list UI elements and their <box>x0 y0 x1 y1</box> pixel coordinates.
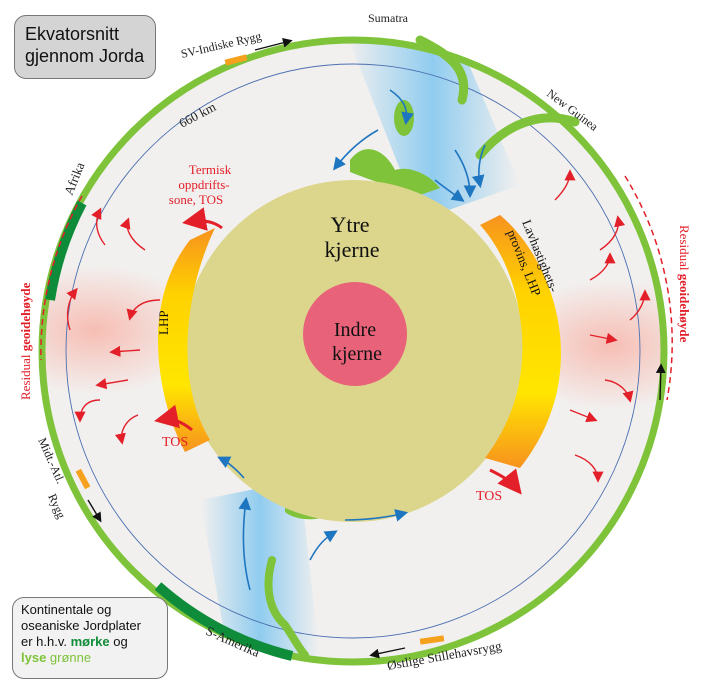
inner-core <box>303 282 407 386</box>
red-arrow-3 <box>66 287 78 331</box>
plate-ring <box>38 36 668 666</box>
red-arrow-15 <box>569 409 598 423</box>
red-arrow-4 <box>109 345 141 357</box>
ridge-marker-sv <box>224 54 248 66</box>
label-tos-top-1: Termisk <box>189 162 232 177</box>
red-arrow-14 <box>604 379 634 403</box>
title-line-2: gjennom Jorda <box>25 46 145 66</box>
red-arrow-1 <box>91 207 106 246</box>
lhp-right <box>480 215 561 468</box>
residual-geoid-right <box>624 175 673 401</box>
blue-arrow-9 <box>344 509 409 522</box>
title-box: Ekvatorsnitt gjennom Jorda <box>14 15 156 79</box>
red-arrow-12 <box>629 289 651 321</box>
plate-arrow-right <box>655 363 666 401</box>
cold-slab-bottom <box>200 480 320 660</box>
lhp-left <box>158 228 215 452</box>
blue-arrow-8 <box>309 530 338 561</box>
red-arrow-9 <box>554 169 576 201</box>
blue-arrow-5 <box>471 144 486 189</box>
legend-line-3-post: og <box>109 634 128 649</box>
label-sumatra: Sumatra <box>368 11 409 25</box>
red-arrow-11 <box>589 252 616 281</box>
tos-arrow-top <box>182 207 223 231</box>
thermal-glow-left <box>44 265 205 395</box>
ridge-marker-ostlige <box>419 635 445 645</box>
red-arrow-5 <box>95 378 129 390</box>
slab-sumatra <box>415 35 469 105</box>
label-tos-right: TOS <box>476 489 502 504</box>
blue-arrow-7 <box>238 496 252 591</box>
residual-geoid-left <box>40 195 83 361</box>
blue-arrow-4 <box>434 179 465 202</box>
red-arrow-2 <box>119 217 146 251</box>
red-arrow-13 <box>589 332 618 344</box>
legend-box: Kontinentale og oseaniske Jordplater er … <box>12 597 168 679</box>
legend-line-3-pre: er h.h.v. <box>21 634 71 649</box>
plate-arrow-ostlige <box>369 647 406 659</box>
legend-line-4-post: grønne <box>46 650 92 665</box>
label-ytre-2: kjerne <box>325 237 380 262</box>
label-midt-atl-2: Rygg <box>45 492 68 521</box>
legend-line-3: er h.h.v. mørke og <box>21 634 159 650</box>
plate-arrow-sv <box>254 37 293 51</box>
red-arrow-8 <box>126 299 161 321</box>
label-tos-left: TOS <box>162 435 188 450</box>
red-arrow-16 <box>574 454 604 483</box>
legend-line-1: Kontinentale og <box>21 602 112 617</box>
ridge-marker-midt-atl <box>75 468 91 490</box>
depth-660-circle <box>65 63 641 639</box>
label-indre-2: kjerne <box>332 343 382 365</box>
label-indre-1: Indre <box>334 319 376 341</box>
label-tos-top-3: sone, TOS <box>169 192 223 207</box>
blue-arrow-6 <box>217 456 245 479</box>
legend-dark-word: mørke <box>70 634 110 649</box>
label-lhp-left: LHP <box>156 310 171 335</box>
tos-arrow-left <box>154 404 193 432</box>
red-arrow-10 <box>599 215 626 251</box>
plate-s-amerika <box>154 582 294 661</box>
legend-line-2: oseaniske Jordplater <box>21 618 141 633</box>
red-arrow-7 <box>114 414 139 445</box>
label-tos-top-2: oppdrifts- <box>178 177 229 192</box>
slab-new-guinea <box>475 113 580 160</box>
slab-pile-top <box>350 149 440 195</box>
legend-light-word: lyse <box>21 650 47 665</box>
slab-s-amerika <box>264 556 309 659</box>
plate-arrow-midt-atl <box>87 499 102 523</box>
red-arrow-6 <box>74 399 101 423</box>
legend-line-4: lyse grønne <box>21 650 159 666</box>
title-line-1: Ekvatorsnitt <box>25 24 120 44</box>
blue-arrow-1 <box>389 89 414 126</box>
tos-arrow-right <box>489 468 522 495</box>
label-residual-left: Residual geoidehøyde <box>18 282 33 400</box>
blue-arrow-2 <box>333 129 379 171</box>
label-ytre-1: Ytre <box>330 212 369 237</box>
cold-slab-top <box>345 42 520 220</box>
blue-arrow-3 <box>454 149 477 199</box>
plate-afrika <box>45 200 87 301</box>
label-residual-right: Residual geoidehøyde <box>677 225 692 343</box>
